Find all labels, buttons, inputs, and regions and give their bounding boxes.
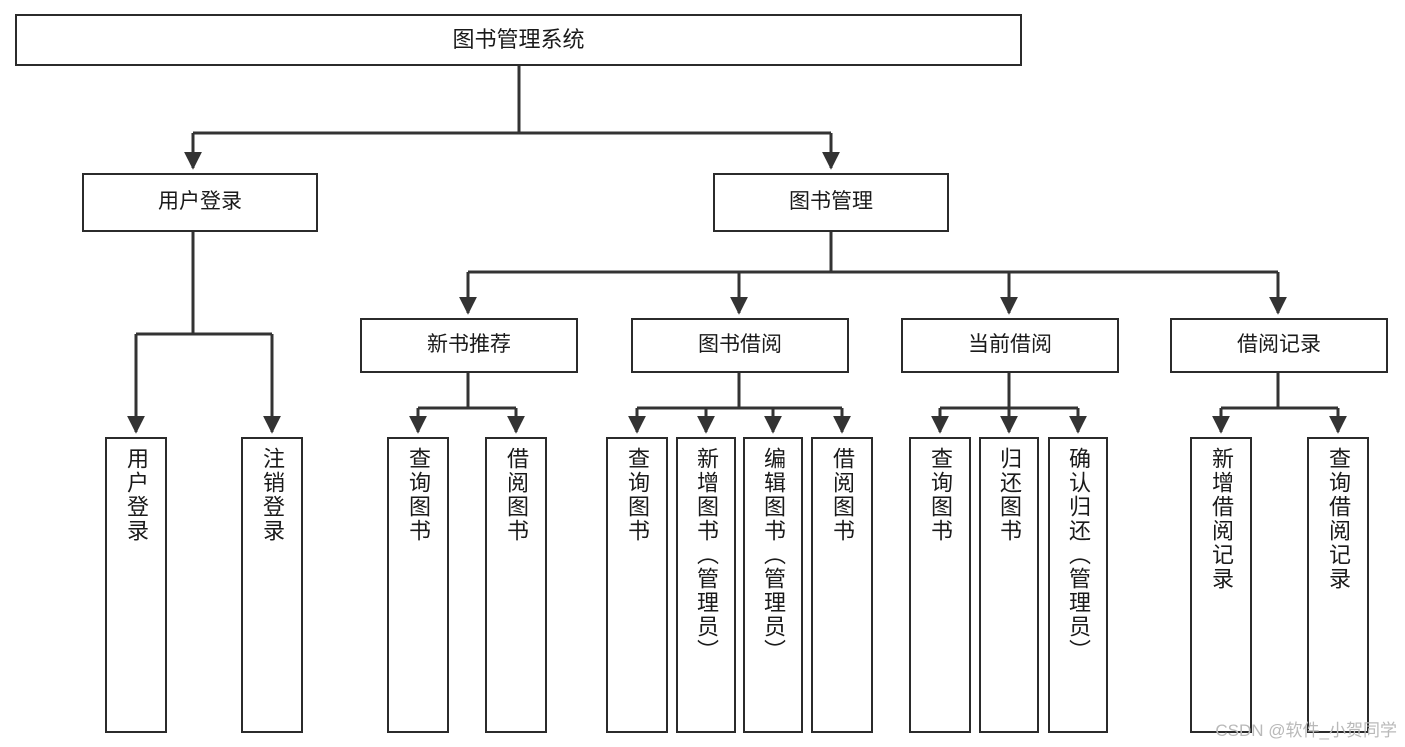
leaf-borrow-books[interactable]: 借阅图书 [811,437,873,733]
leaf-user-login[interactable]: 用户登录 [105,437,167,733]
leaf-query-books-current-label: 查询图书 [928,447,953,543]
node-current-borrow[interactable]: 当前借阅 [901,318,1119,373]
leaf-query-books-recommend-label: 查询图书 [406,447,431,543]
leaf-query-books-borrow-label: 查询图书 [625,447,650,543]
leaf-user-login-label: 用户登录 [124,447,149,543]
node-book-borrow-label: 图书借阅 [698,333,782,357]
leaf-edit-book-admin-label: 编辑图书（管理员） [761,447,786,663]
node-borrow-records-label: 借阅记录 [1237,333,1321,357]
leaf-edit-book-admin[interactable]: 编辑图书（管理员） [743,437,803,733]
leaf-add-borrow-record[interactable]: 新增借阅记录 [1190,437,1252,733]
node-root-label: 图书管理系统 [452,27,585,53]
leaf-add-book-admin[interactable]: 新增图书（管理员） [676,437,736,733]
node-book-management[interactable]: 图书管理 [713,173,949,232]
node-book-management-label: 图书管理 [789,190,873,214]
leaf-query-borrow-record-label: 查询借阅记录 [1326,447,1351,591]
leaf-add-borrow-record-label: 新增借阅记录 [1209,447,1234,591]
leaf-confirm-return-admin-label: 确认归还（管理员） [1066,447,1091,663]
node-borrow-records[interactable]: 借阅记录 [1170,318,1388,373]
node-new-book-recommend-label: 新书推荐 [427,333,511,357]
node-user-login-label: 用户登录 [158,190,242,214]
leaf-confirm-return-admin[interactable]: 确认归还（管理员） [1048,437,1108,733]
node-root[interactable]: 图书管理系统 [15,14,1022,66]
leaf-return-books[interactable]: 归还图书 [979,437,1039,733]
leaf-borrow-books-recommend[interactable]: 借阅图书 [485,437,547,733]
watermark: CSDN @软件_小贺同学 [1215,721,1397,740]
leaf-add-book-admin-label: 新增图书（管理员） [694,447,719,663]
leaf-borrow-books-recommend-label: 借阅图书 [504,447,529,543]
leaf-borrow-books-label: 借阅图书 [830,447,855,543]
leaf-query-borrow-record[interactable]: 查询借阅记录 [1307,437,1369,733]
leaf-logout-label: 注销登录 [260,447,285,543]
node-new-book-recommend[interactable]: 新书推荐 [360,318,578,373]
node-book-borrow[interactable]: 图书借阅 [631,318,849,373]
leaf-query-books-current[interactable]: 查询图书 [909,437,971,733]
leaf-query-books-recommend[interactable]: 查询图书 [387,437,449,733]
node-user-login[interactable]: 用户登录 [82,173,318,232]
leaf-logout[interactable]: 注销登录 [241,437,303,733]
leaf-return-books-label: 归还图书 [997,447,1022,543]
node-current-borrow-label: 当前借阅 [968,333,1052,357]
leaf-query-books-borrow[interactable]: 查询图书 [606,437,668,733]
